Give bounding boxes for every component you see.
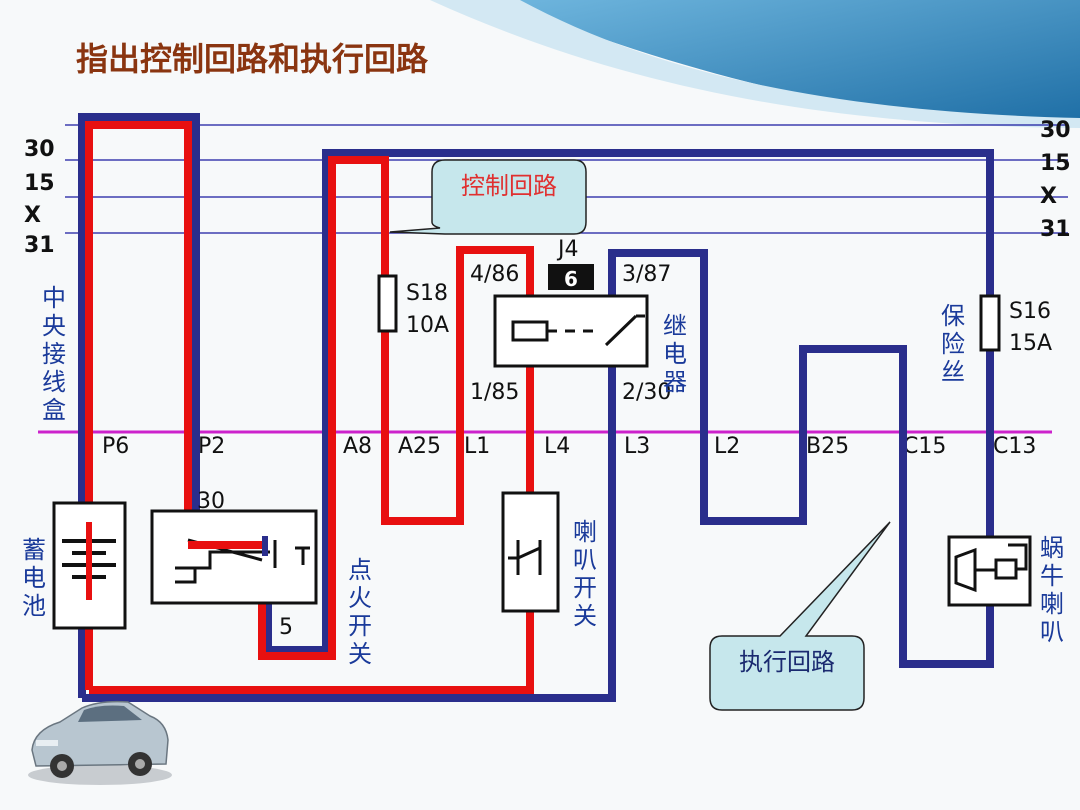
fuse-s18-name: S18: [406, 281, 448, 306]
battery: [52, 501, 127, 630]
svg-text:喇: 喇: [1040, 590, 1064, 618]
connector-l2: L2: [714, 434, 740, 459]
svg-text:池: 池: [22, 592, 46, 620]
bus-label-30-left: 30: [24, 137, 55, 162]
svg-text:叭: 叭: [1040, 618, 1064, 646]
ignition-pin-30: 30: [197, 489, 225, 514]
svg-text:线: 线: [42, 368, 66, 396]
ignition-switch: 30 5: [150, 489, 318, 640]
svg-text:火: 火: [348, 584, 372, 612]
svg-text:开: 开: [573, 574, 597, 602]
connector-b25: B25: [806, 434, 849, 459]
fuse-s16-rating: 15A: [1009, 331, 1052, 356]
connector-labels: P6 P2 A8 A25 L1 L4 L3 L2 B25 C15 C13: [102, 434, 1036, 459]
central-box-label: 中 央 接 线 盒: [42, 284, 66, 424]
svg-text:继: 继: [663, 312, 687, 340]
bus-labels-right: 30 15 X 31: [1040, 118, 1071, 242]
svg-text:电: 电: [663, 340, 687, 368]
horn-switch: [501, 491, 560, 613]
svg-text:牛: 牛: [1040, 562, 1064, 590]
bus-label-31-left: 31: [24, 233, 55, 258]
connector-a25: A25: [398, 434, 441, 459]
svg-text:关: 关: [348, 640, 372, 668]
svg-text:接: 接: [42, 340, 66, 368]
svg-text:电: 电: [22, 564, 46, 592]
svg-text:蜗: 蜗: [1040, 534, 1064, 562]
bus-label-15-left: 15: [24, 171, 55, 196]
snail-horn: [947, 535, 1032, 607]
callout-exec-text: 执行回路: [739, 648, 835, 676]
relay-badge: 6: [564, 267, 578, 291]
relay-pin-3-87: 3/87: [622, 262, 671, 287]
svg-text:关: 关: [573, 602, 597, 630]
header-swoosh: [500, 0, 1080, 122]
relay-label: 继 电 器: [663, 312, 687, 396]
ignition-pin-5: 5: [279, 615, 293, 640]
svg-text:央: 央: [42, 312, 66, 340]
fuse-label: 保 险 丝: [941, 302, 965, 386]
svg-text:保: 保: [941, 302, 965, 330]
bus-labels-left: 30 15 X 31: [24, 137, 55, 258]
connector-p6: P6: [102, 434, 129, 459]
bus-label-x-left: X: [24, 203, 41, 228]
svg-text:盒: 盒: [42, 396, 66, 424]
fuse-s16: S16 15A: [979, 294, 1052, 356]
svg-text:喇: 喇: [573, 518, 597, 546]
bus-label-31-right: 31: [1040, 217, 1071, 242]
bus-label-15-right: 15: [1040, 151, 1071, 176]
svg-text:器: 器: [663, 368, 687, 396]
svg-text:叭: 叭: [573, 546, 597, 574]
connector-c13: C13: [993, 434, 1036, 459]
relay: 6 J4 4/86 3/87 1/85 2/30: [470, 237, 671, 405]
header-swoosh-light: [430, 0, 1080, 128]
svg-text:蓄: 蓄: [22, 536, 46, 564]
relay-pin-2-30: 2/30: [622, 380, 671, 405]
connector-l1: L1: [464, 434, 490, 459]
callout-control: 控制回路: [389, 159, 587, 235]
svg-text:中: 中: [42, 284, 66, 312]
connector-l4: L4: [544, 434, 570, 459]
horn-switch-label: 喇 叭 开 关: [573, 518, 597, 630]
bus-label-x-right: X: [1040, 184, 1057, 209]
control-circuit-path: [85, 121, 534, 694]
connector-l3: L3: [624, 434, 650, 459]
connector-c15: C15: [903, 434, 946, 459]
fuse-s16-name: S16: [1009, 299, 1051, 324]
connector-p2: P2: [198, 434, 225, 459]
ignition-label: 点 火 开 关: [348, 556, 372, 668]
connector-a8: A8: [343, 434, 372, 459]
svg-text:点: 点: [348, 556, 372, 584]
callout-control-text: 控制回路: [461, 172, 557, 200]
callout-exec: 执行回路: [709, 521, 891, 711]
battery-label: 蓄 电 池: [22, 536, 46, 620]
svg-text:丝: 丝: [941, 358, 965, 386]
relay-pin-1-85: 1/85: [470, 380, 519, 405]
car-image: [28, 700, 172, 785]
relay-pin-4-86: 4/86: [470, 262, 519, 287]
svg-text:险: 险: [941, 330, 965, 358]
fuse-s18-rating: 10A: [406, 313, 449, 338]
relay-id: J4: [556, 237, 579, 262]
snail-horn-label: 蜗 牛 喇 叭: [1040, 534, 1064, 646]
bus-label-30-right: 30: [1040, 118, 1071, 143]
page-title: 指出控制回路和执行回路: [76, 40, 429, 78]
svg-text:开: 开: [348, 612, 372, 640]
fuse-s18: S18 10A: [377, 274, 449, 338]
